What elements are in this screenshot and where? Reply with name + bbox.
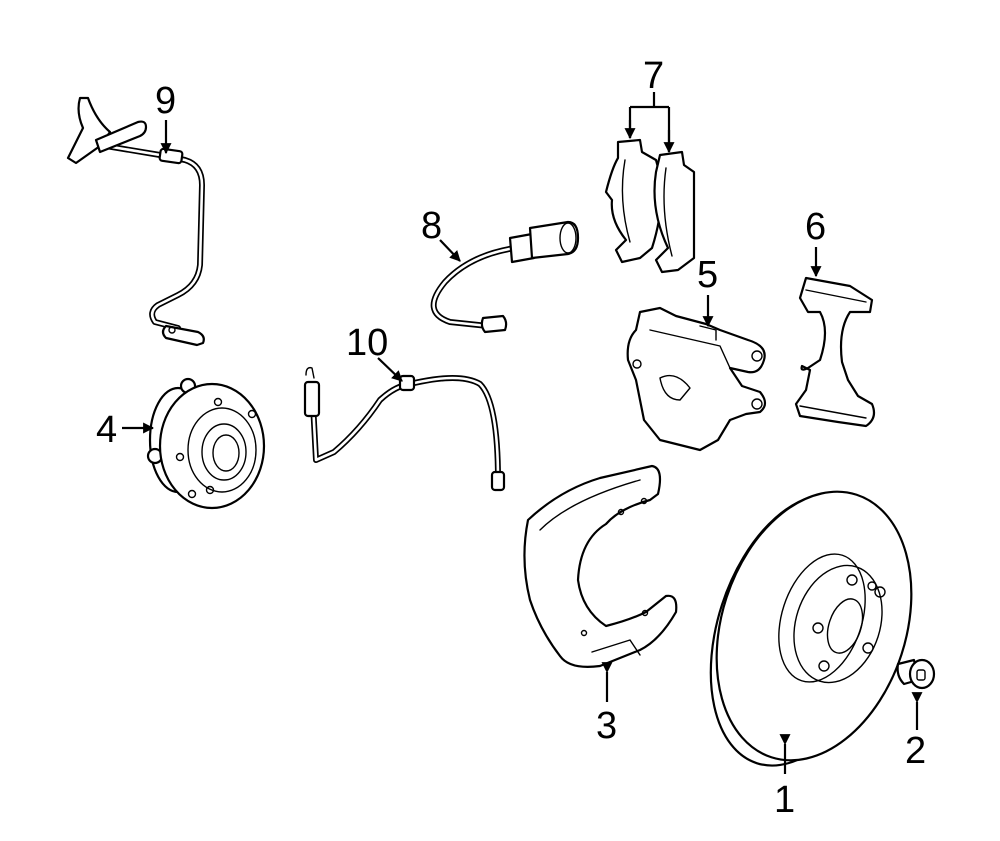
callout-8: 8 [421,205,442,247]
callout-leaders [122,92,923,774]
caliper-support-part[interactable] [794,276,876,428]
brake-rotor-part[interactable] [679,466,944,788]
rotor-screw-part[interactable] [896,658,936,690]
abs-sensor-part[interactable] [66,96,205,347]
leader-7 [628,92,671,152]
caliper-part[interactable] [626,306,767,452]
callout-9: 9 [155,80,176,122]
pad-wear-sensor-part[interactable] [430,220,580,334]
callout-3: 3 [596,705,617,747]
callout-10: 10 [346,322,388,364]
leader-10 [377,357,403,382]
callout-1: 1 [774,779,795,821]
callout-5: 5 [697,254,718,296]
brake-pads-part[interactable] [604,138,696,274]
hub-assembly-part[interactable] [146,377,266,510]
callout-7: 7 [643,55,664,97]
callout-2: 2 [905,730,926,772]
callout-4: 4 [96,409,117,451]
splash-shield-part[interactable] [523,464,678,668]
leader-8 [439,239,461,262]
callout-labels: 1 2 3 4 5 6 7 8 9 10 [96,55,926,821]
callout-6: 6 [805,206,826,248]
brake-hose-part[interactable] [303,366,506,492]
